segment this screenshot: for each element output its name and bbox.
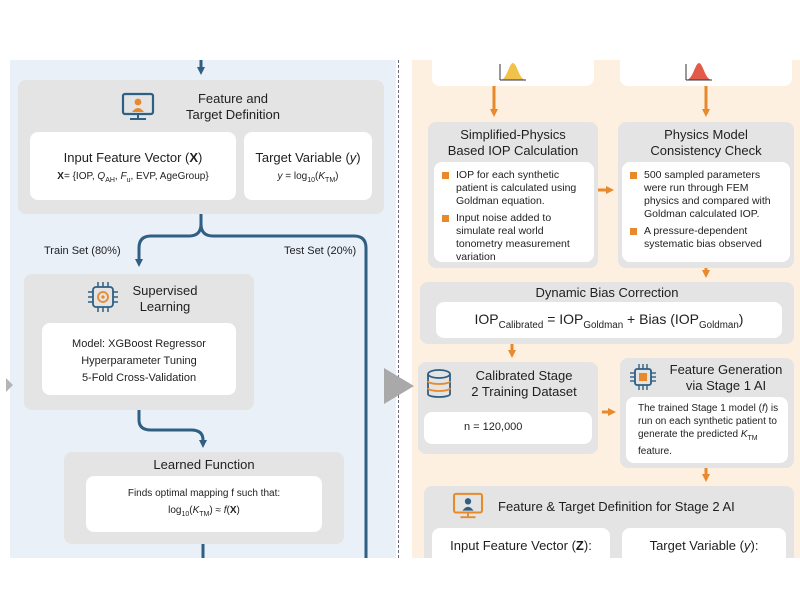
presentation-icon <box>121 92 155 120</box>
target-variable-title: Target Variable (y) <box>255 150 361 165</box>
input-vector-card: Input Feature Vector (X) X= {IOP, QAH, F… <box>30 132 236 200</box>
calibrated-dataset-title: Calibrated Stage 2 Training Dataset <box>471 368 577 399</box>
bullet-item: Input noise added to simulate real world… <box>442 212 588 264</box>
learned-function-card: Finds optimal mapping f such that: log10… <box>86 476 322 532</box>
input-vector-formula: X= {IOP, QAH, Fu, EVP, AgeGroup} <box>57 171 209 184</box>
simplified-physics-card: IOP for each synthetic patient is calcul… <box>434 162 594 264</box>
input-vector-title: Input Feature Vector (X) <box>63 150 203 165</box>
consistency-check-card: 500 sampled parameters were run through … <box>622 162 790 262</box>
stage2-target-card: Target Variable (y): <box>622 528 786 558</box>
stage2-input-title: Input Feature Vector (Z): <box>450 538 592 553</box>
brain-chip-icon <box>88 282 118 312</box>
bell-curve-icon <box>685 63 712 81</box>
model-line: Model: XGBoost Regressor <box>72 338 206 350</box>
target-variable-formula: y = log10(KTM) <box>277 171 339 184</box>
bias-formula-card: IOPCalibrated = IOPGoldman + Bias (IOPGo… <box>436 302 782 338</box>
consistency-check-title: Physics Model Consistency Check <box>650 127 762 158</box>
panel-divider <box>398 60 399 558</box>
supervised-learning-title: Supervised Learning <box>132 283 198 314</box>
feature-generation-title: Feature Generation via Stage 1 AI <box>669 362 783 393</box>
learned-function-formula: log10(KTM) ≈ f(X) <box>168 505 240 518</box>
database-icon <box>427 369 451 398</box>
learned-function-text: Finds optimal mapping f such that: <box>127 488 281 499</box>
target-variable-card: Target Variable (y) y = log10(KTM) <box>244 132 372 200</box>
bias-formula: IOPCalibrated = IOPGoldman + Bias (IOPGo… <box>474 311 744 331</box>
bullet-item: 500 sampled parameters were run through … <box>630 169 784 221</box>
dataset-size-card: n = 120,000 <box>424 412 592 444</box>
stage2-target-title: Target Variable (y): <box>649 538 759 553</box>
train-set-label: Train Set (80%) <box>44 245 121 257</box>
feature-generation-card: The trained Stage 1 model (f) is run on … <box>626 397 788 463</box>
model-line: 5-Fold Cross-Validation <box>81 372 197 384</box>
test-set-label: Test Set (20%) <box>284 245 357 257</box>
bell-curve-icon <box>499 63 526 81</box>
bullet-item: A pressure-dependent systematic bias obs… <box>630 225 784 251</box>
left-chevron-icon <box>6 378 13 392</box>
stage2-input-card: Input Feature Vector (Z): <box>432 528 610 558</box>
play-triangle-icon <box>384 368 414 404</box>
simplified-physics-title: Simplified-Physics Based IOP Calculation <box>447 127 579 158</box>
bias-correction-title: Dynamic Bias Correction <box>535 285 679 300</box>
feature-generation-text: The trained Stage 1 model (f) is run on … <box>638 403 779 457</box>
presentation-icon <box>452 492 484 519</box>
stage2-definition-title: Feature & Target Definition for Stage 2 … <box>498 499 735 514</box>
dataset-size: n = 120,000 <box>464 421 523 433</box>
model-line: Hyperparameter Tuning <box>81 355 197 367</box>
chip-icon <box>630 364 656 390</box>
learned-function-title: Learned Function <box>153 457 255 472</box>
model-card: Model: XGBoost Regressor Hyperparameter … <box>42 323 236 395</box>
feature-target-title: Feature and Target Definition <box>186 91 280 122</box>
bullet-item: IOP for each synthetic patient is calcul… <box>442 169 588 208</box>
